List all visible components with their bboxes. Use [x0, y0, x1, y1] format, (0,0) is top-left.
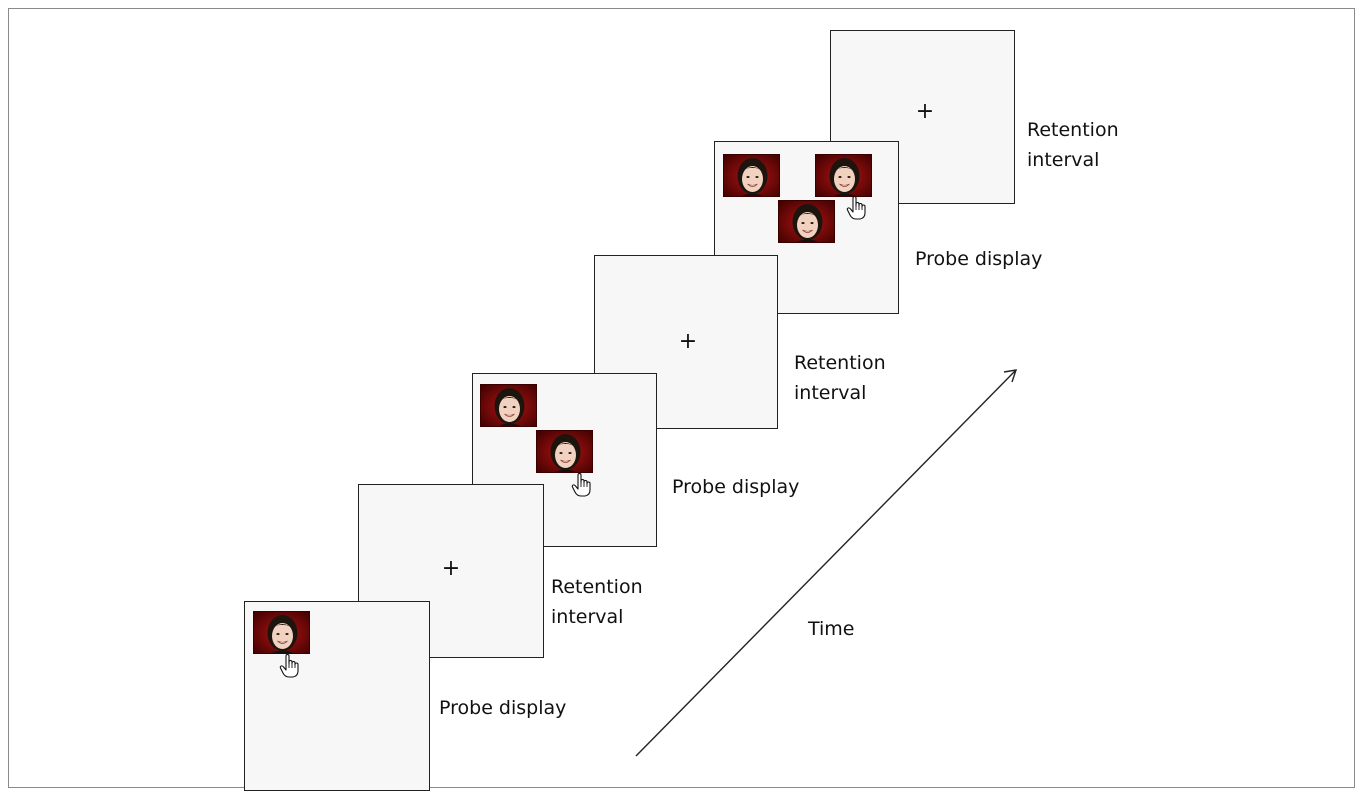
- pointing-hand-cursor-icon: [279, 654, 301, 678]
- probe-label-1: Probe display: [439, 697, 567, 719]
- face-photo-icon: [536, 430, 593, 473]
- face-photo-icon: [723, 154, 780, 197]
- probe-label-3: Probe display: [915, 248, 1043, 270]
- probe-screen-1: [244, 601, 430, 791]
- face-photo-icon: [815, 154, 872, 197]
- retention-label-3: Retention interval: [1027, 115, 1119, 175]
- probe-label-2: Probe display: [672, 476, 800, 498]
- retention-label-line2: interval: [1027, 149, 1100, 171]
- fixation-cross: +: [441, 556, 461, 581]
- retention-label-line1: Retention: [551, 576, 643, 598]
- pointing-hand-cursor-icon: [846, 196, 868, 220]
- retention-label-line1: Retention: [794, 352, 886, 374]
- face-photo-icon: [778, 200, 835, 243]
- fixation-cross: +: [678, 329, 698, 354]
- fixation-cross: +: [915, 99, 935, 124]
- retention-label-2: Retention interval: [794, 348, 886, 408]
- retention-label-line2: interval: [794, 382, 867, 404]
- face-photo-icon: [253, 611, 310, 654]
- face-photo-icon: [480, 384, 537, 427]
- retention-label-1: Retention interval: [551, 572, 643, 632]
- pointing-hand-cursor-icon: [571, 473, 593, 497]
- retention-label-line2: interval: [551, 606, 624, 628]
- retention-screen-2: +: [594, 255, 778, 429]
- time-label: Time: [808, 618, 855, 640]
- time-arrow: [635, 369, 1018, 757]
- retention-label-line1: Retention: [1027, 119, 1119, 141]
